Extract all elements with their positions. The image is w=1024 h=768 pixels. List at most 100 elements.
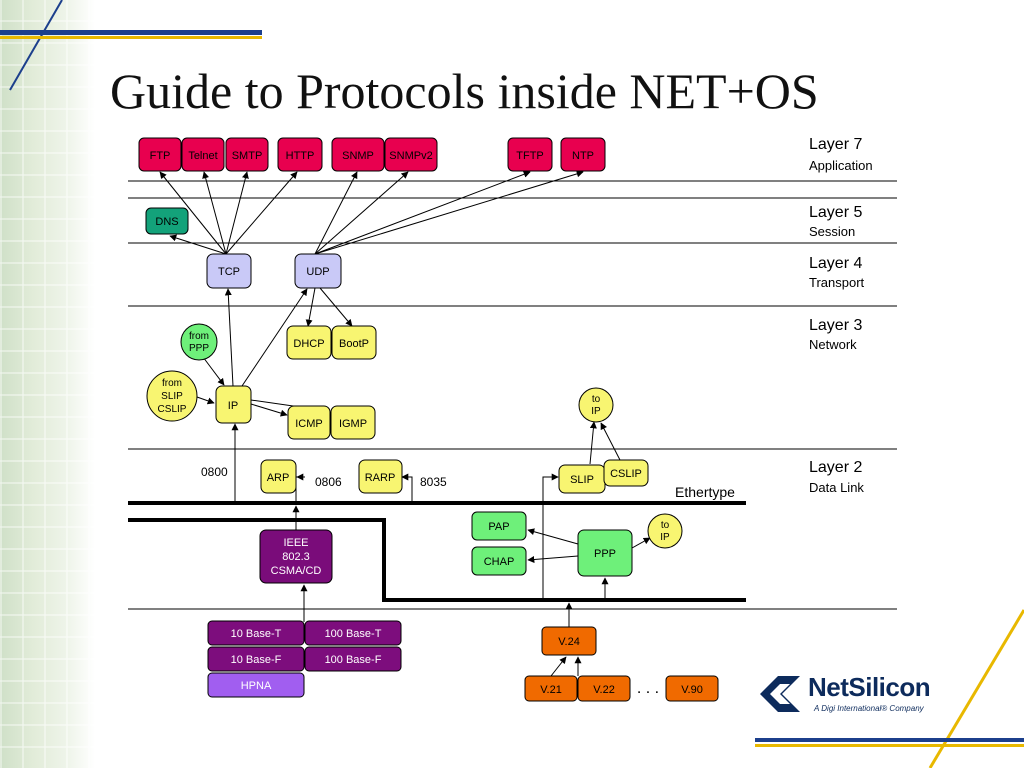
to-ip-ppp-circle: [647, 513, 683, 549]
base100t-box: [304, 620, 402, 646]
from-ppp-line2: PPP: [189, 343, 209, 354]
ieee-line2: 802.3: [282, 551, 310, 563]
hpna-box: [207, 672, 305, 698]
ieee-box-group: IEEE 802.3 CSMA/CD: [259, 529, 333, 584]
from-slip-line1: from: [162, 378, 182, 389]
v21-label: V.21: [540, 684, 562, 696]
base10t-label: 10 Base-T: [231, 628, 282, 640]
v24-box: [541, 626, 597, 656]
modem-layer: V.24 V.21 V.22 . . . V.90: [524, 626, 719, 702]
base100t-label: 100 Base-T: [325, 628, 382, 640]
to-ip-ppp-line1: to: [661, 520, 670, 531]
ieee-line3: CSMA/CD: [271, 565, 322, 577]
http-label: HTTP: [286, 150, 315, 162]
dhcp-label: DHCP: [293, 338, 324, 350]
slip-label: SLIP: [570, 474, 594, 486]
datalink-boxes: ARP RARP SLIP CSLIP PAP CHAP PPP Etherty…: [260, 459, 735, 577]
to-ip-ppp-line2: IP: [660, 532, 670, 543]
layer-5-label: Layer 5: [809, 204, 862, 221]
ethertype-rarp: 8035: [420, 475, 447, 489]
igmp-label: IGMP: [339, 418, 367, 430]
smtp-box: [225, 137, 269, 172]
tcp-box: [206, 253, 252, 289]
pap-box: [471, 511, 527, 541]
v21-box: [524, 675, 578, 702]
ethertype-arp: 0806: [315, 475, 342, 489]
cslip-label: CSLIP: [610, 468, 642, 480]
decorative-squares: [0, 0, 95, 768]
http-box: [277, 137, 323, 172]
tftp-label: TFTP: [516, 150, 544, 162]
layer-3-label: Layer 3: [809, 317, 862, 334]
udp-label: UDP: [306, 266, 329, 278]
ftp-label: FTP: [150, 150, 171, 162]
layer-2-label: Layer 2: [809, 459, 862, 476]
slide-title: Guide to Protocols inside NET+OS: [110, 63, 819, 119]
snmp-box: [331, 137, 385, 172]
chap-box: [471, 546, 527, 576]
smtp-label: SMTP: [232, 150, 263, 162]
dns-box: [145, 207, 189, 235]
dhcp-box: [286, 325, 332, 360]
chap-label: CHAP: [484, 556, 515, 568]
v90-box: [665, 675, 719, 702]
snmp-label: SNMP: [342, 150, 374, 162]
ieee-box: [259, 529, 333, 584]
from-ppp-line1: from: [189, 331, 209, 342]
rarp-label: RARP: [365, 472, 396, 484]
layer-7-sub: Application: [809, 158, 873, 173]
layer-2-sub: Data Link: [809, 480, 864, 495]
layer-separators: [128, 180, 897, 610]
v22-label: V.22: [593, 684, 615, 696]
snmpv2-label: SNMPv2: [389, 150, 432, 162]
physical-layer: 10 Base-T 100 Base-T 10 Base-F 100 Base-…: [207, 620, 402, 698]
ethertype-ip: 0800: [201, 465, 228, 479]
icmp-label: ICMP: [295, 418, 323, 430]
ppp-label: PPP: [594, 548, 616, 560]
tftp-box: [507, 137, 553, 172]
rarp-box: [358, 459, 403, 494]
base100f-label: 100 Base-F: [325, 654, 382, 666]
netsilicon-logo-icon: [760, 676, 800, 712]
mid-layer-boxes: DNS TCP UDP DHCP BootP IP ICMP IGMP: [145, 207, 377, 440]
ppp-box: [577, 529, 633, 577]
logo-tagline: A Digi International® Company: [814, 704, 924, 713]
app-protocols: FTP Telnet SMTP HTTP SNMP SNMPv2 TFTP NT…: [138, 137, 606, 172]
decorative-strip: [0, 0, 95, 768]
bootp-label: BootP: [339, 338, 369, 350]
ip-label: IP: [228, 400, 238, 412]
base10f-box: [207, 646, 305, 672]
ntp-label: NTP: [572, 150, 594, 162]
v90-label: V.90: [681, 684, 703, 696]
snmpv2-box: [384, 137, 438, 172]
v24-label: V.24: [558, 636, 580, 648]
icmp-box: [287, 405, 331, 440]
arp-label: ARP: [267, 472, 290, 484]
telnet-box: [181, 137, 225, 172]
v22-box: [577, 675, 631, 702]
layer-5-sub: Session: [809, 224, 855, 239]
layer-7-label: Layer 7: [809, 136, 862, 153]
link-bars: [128, 501, 746, 602]
from-slip-circle: [146, 370, 198, 422]
igmp-box: [330, 405, 376, 440]
from-ppp-circle: [180, 323, 218, 361]
hpna-label: HPNA: [241, 680, 272, 692]
tcp-label: TCP: [218, 266, 240, 278]
layer-labels: Layer 7 Application Layer 5 Session Laye…: [809, 136, 873, 495]
to-ip-slip-line2: IP: [591, 406, 601, 417]
bootp-box: [331, 325, 377, 360]
layer-4-sub: Transport: [809, 275, 865, 290]
pap-label: PAP: [488, 521, 509, 533]
ethertype-label: Ethertype: [675, 484, 735, 500]
netsilicon-logo: NetSilicon A Digi International® Company: [756, 666, 966, 726]
layer-3-sub: Network: [809, 337, 857, 352]
to-ip-slip-line1: to: [592, 394, 601, 405]
ntp-box: [560, 137, 606, 172]
ieee-line1: IEEE: [283, 537, 308, 549]
ip-box: [215, 385, 252, 424]
from-slip-line3: CSLIP: [158, 404, 187, 415]
